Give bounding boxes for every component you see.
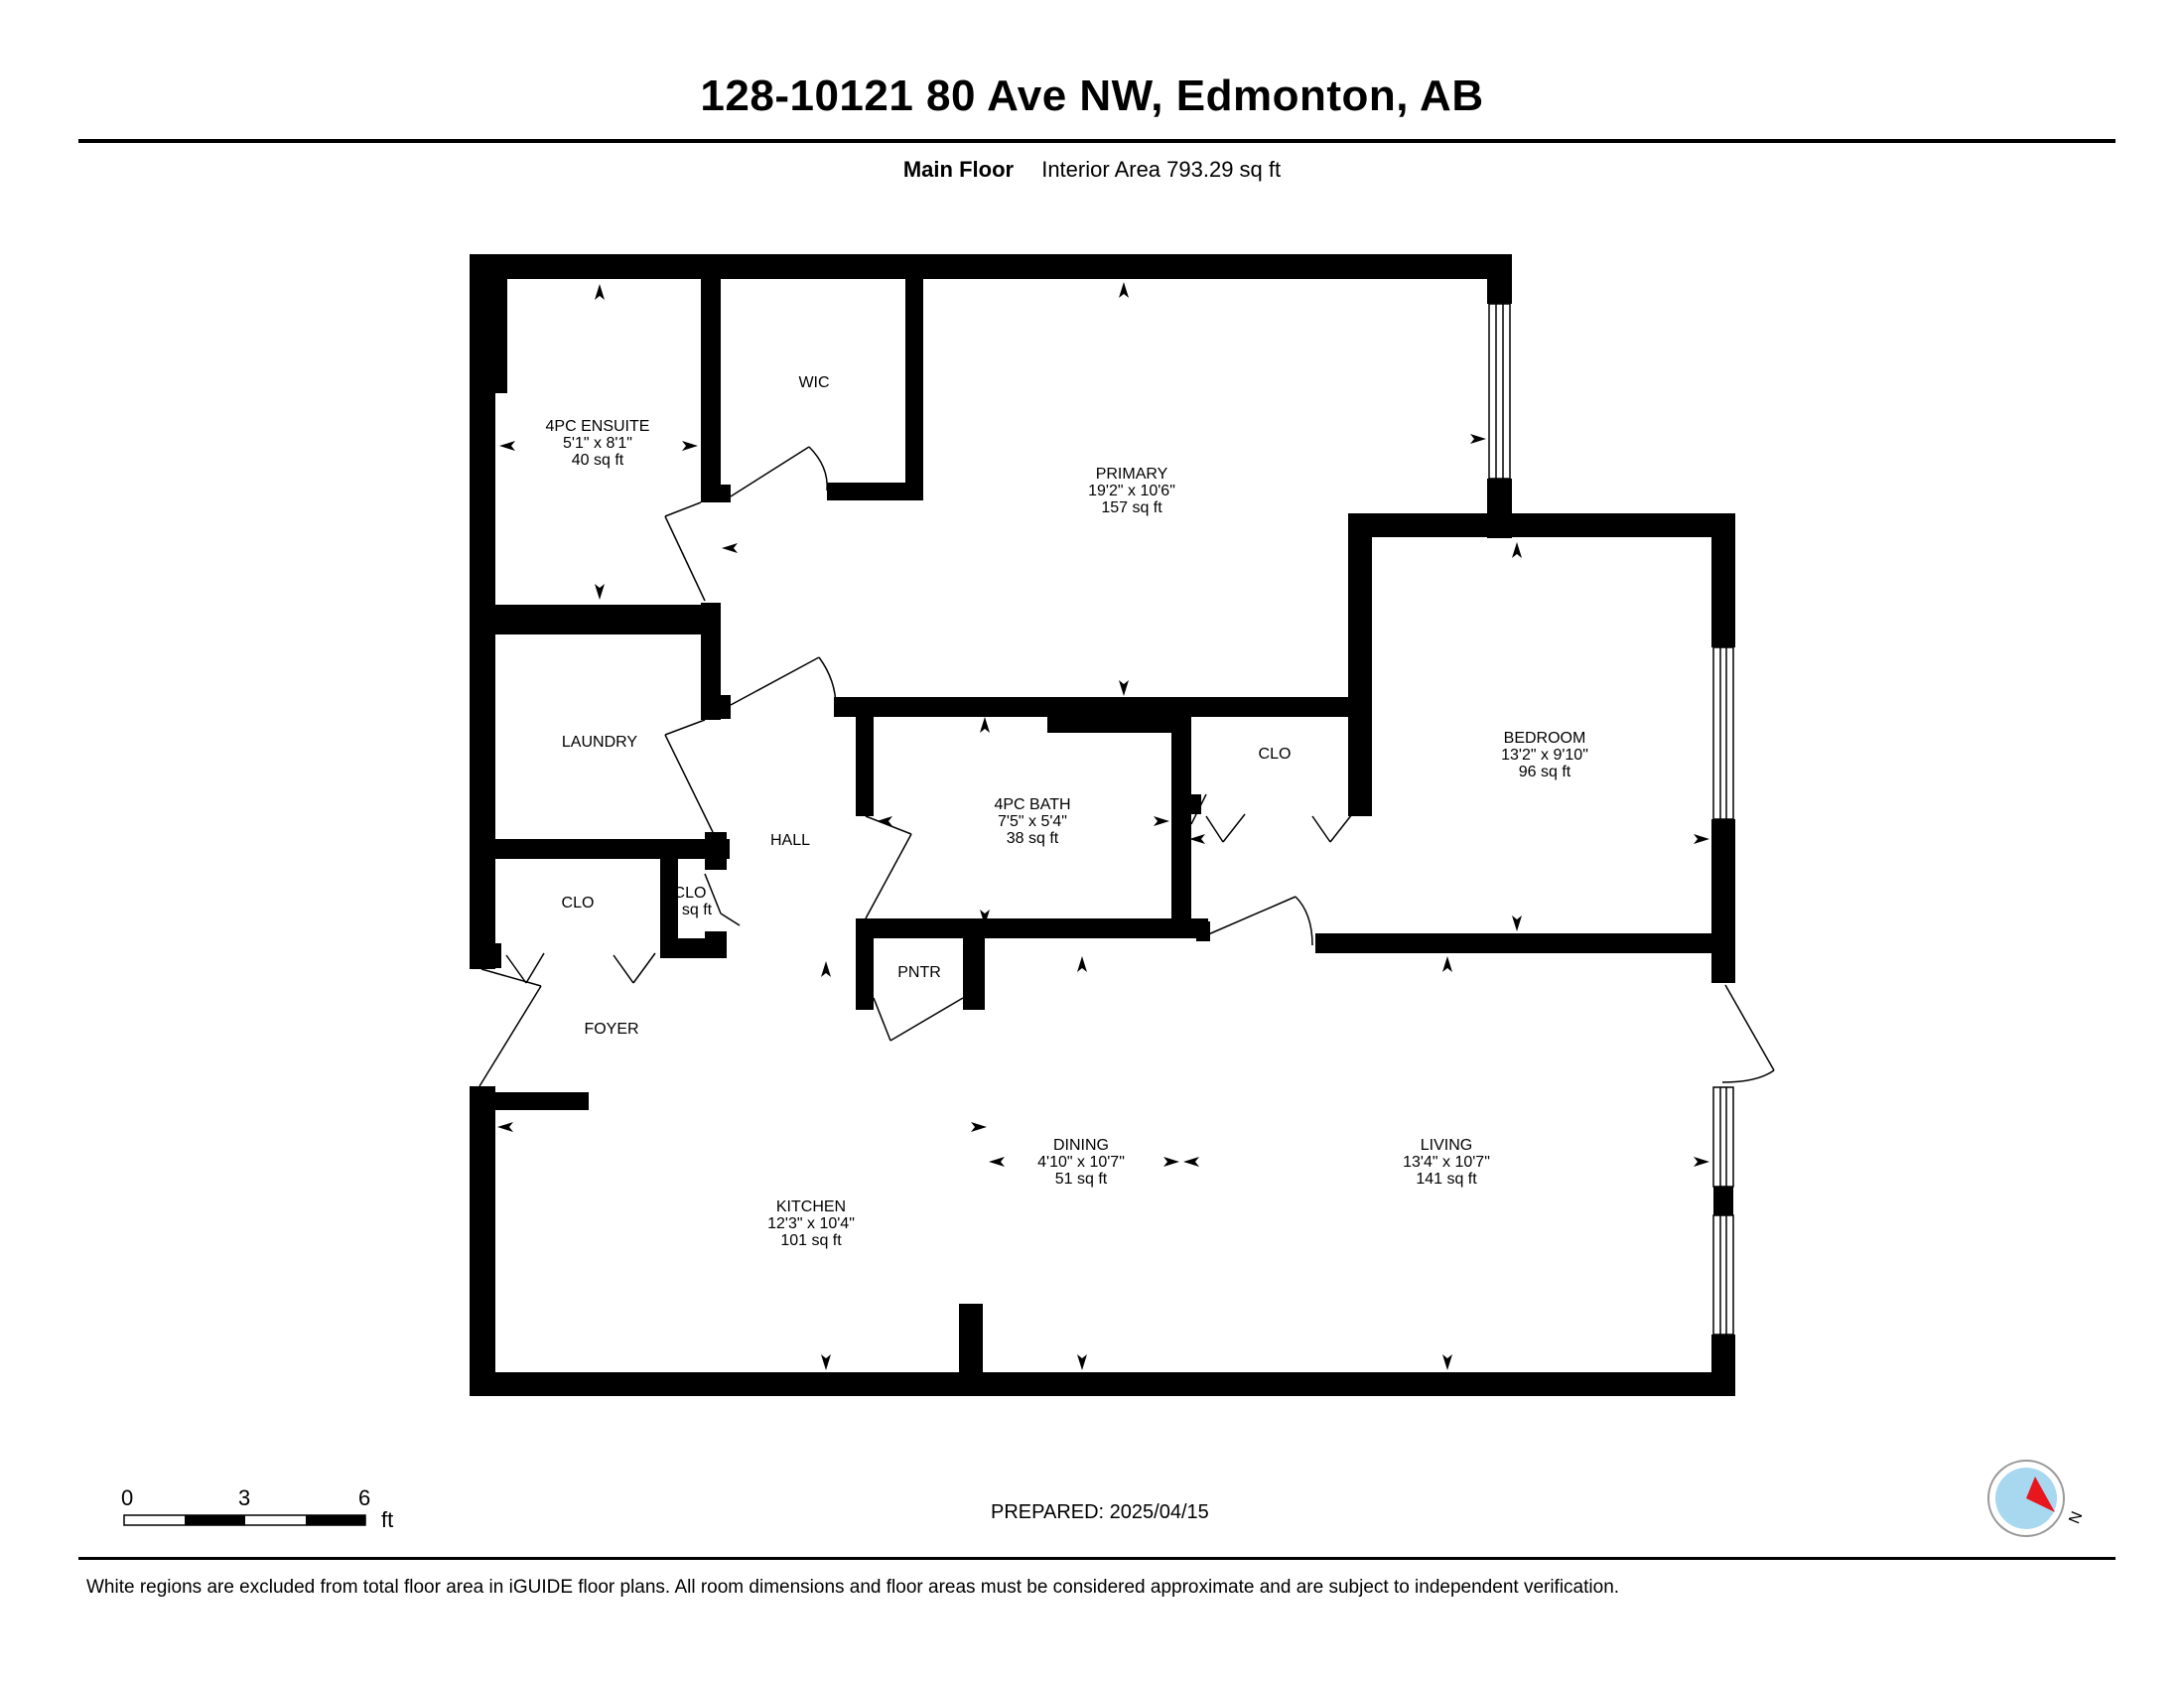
living-area: 141 sq ft: [1416, 1171, 1477, 1188]
ensuite-dims: 5'1" x 8'1": [563, 435, 632, 452]
small-closet-name: CLO: [674, 885, 707, 902]
floor-label: Main Floor: [902, 157, 1015, 182]
floor-summary: Main Floor Interior Area 793.29 sq ft: [0, 157, 2184, 183]
header-divider: [78, 139, 2116, 143]
bedroom-name: BEDROOM: [1504, 730, 1586, 747]
bedroom-area: 96 sq ft: [1519, 764, 1571, 780]
laundry-name: LAUNDRY: [562, 734, 638, 751]
kitchen-name: KITCHEN: [776, 1198, 846, 1215]
ensuite-name: 4PC ENSUITE: [546, 418, 650, 435]
doors: [478, 446, 1775, 1087]
dining-name: DINING: [1053, 1137, 1109, 1154]
foyer-name: FOYER: [584, 1021, 638, 1038]
bath-name: 4PC BATH: [994, 796, 1070, 813]
kitchen-area: 101 sq ft: [780, 1232, 842, 1249]
ensuite-area: 40 sq ft: [572, 452, 624, 469]
pantry-name: PNTR: [897, 964, 941, 981]
dimension-arrows: [497, 282, 1709, 1370]
disclaimer: White regions are excluded from total fl…: [86, 1577, 1620, 1598]
small-closet-area: sq ft: [682, 902, 713, 918]
primary-area: 157 sq ft: [1101, 499, 1162, 516]
page-title: 128-10121 80 Ave NW, Edmonton, AB: [700, 71, 1484, 120]
bedroom-closet-name: CLO: [1259, 746, 1292, 763]
windows: [1488, 303, 1734, 1336]
foyer-closet-name: CLO: [562, 895, 595, 912]
footer-divider: [78, 1557, 2116, 1560]
scale-unit: ft: [381, 1507, 394, 1532]
north-arrow-icon: [2026, 1477, 2055, 1512]
walls: [470, 254, 1735, 1396]
compass-north-label: N: [2066, 1509, 2086, 1526]
living-name: LIVING: [1421, 1137, 1472, 1154]
scale-bar: [123, 1514, 366, 1526]
prepared-date: PREPARED: 2025/04/15: [991, 1501, 1209, 1523]
scale-tick-3: 3: [238, 1485, 251, 1510]
primary-dims: 19'2" x 10'6": [1088, 483, 1175, 499]
bedroom-dims: 13'2" x 9'10": [1501, 747, 1588, 764]
bath-area: 38 sq ft: [1007, 830, 1059, 847]
hall-name: HALL: [770, 832, 810, 849]
dining-area: 51 sq ft: [1055, 1171, 1108, 1188]
room-labels: 4PC ENSUITE 5'1" x 8'1" 40 sq ft WIC PRI…: [546, 374, 1588, 1249]
primary-name: PRIMARY: [1096, 466, 1168, 483]
scale-tick-6: 6: [358, 1485, 371, 1510]
window-mullion: [1713, 1187, 1733, 1215]
scale-tick-0: 0: [121, 1485, 134, 1510]
interior-area: Interior Area 793.29 sq ft: [1041, 157, 1282, 182]
living-dims: 13'4" x 10'7": [1403, 1154, 1490, 1171]
compass: N: [1987, 1460, 2086, 1537]
wic-name: WIC: [798, 374, 829, 391]
bath-dims: 7'5" x 5'4": [998, 813, 1067, 830]
kitchen-dims: 12'3" x 10'4": [767, 1215, 855, 1232]
dining-dims: 4'10" x 10'7": [1037, 1154, 1125, 1171]
